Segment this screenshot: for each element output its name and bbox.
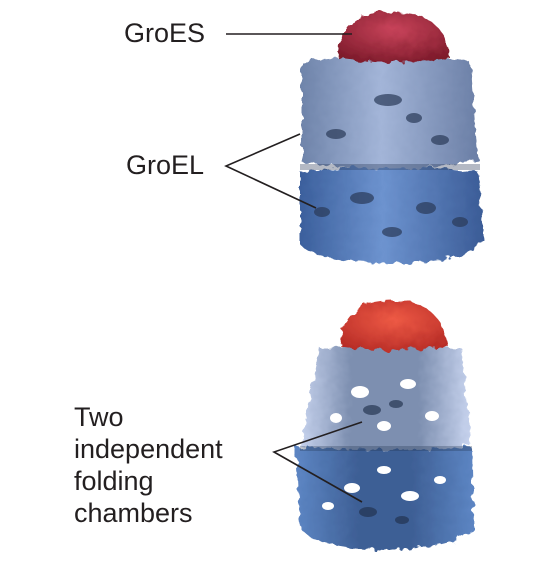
top-complex — [300, 12, 484, 264]
groes-cap-intact — [338, 12, 450, 62]
chambers-leader-lines — [272, 421, 363, 503]
groel-lower-ring-intact — [300, 166, 484, 264]
chambers-label-line-2: independent — [74, 434, 223, 464]
groel-upper-ring-intact — [302, 55, 478, 169]
groel-label: GroEL — [126, 150, 205, 180]
chambers-label-line-3: folding — [74, 466, 154, 496]
groel-leader-lines — [224, 133, 317, 209]
groes-cap-cutaway — [340, 300, 448, 350]
bottom-complex-cutaway — [296, 300, 474, 550]
leader-lines — [224, 33, 363, 503]
groel-upper-ring-cutaway — [300, 345, 470, 450]
groel-lower-ring-cutaway — [296, 444, 474, 550]
chambers-label-line-1: Two — [74, 402, 124, 432]
chambers-label-line-4: chambers — [74, 498, 193, 528]
groes-label: GroES — [124, 18, 206, 48]
folding-chambers-label: Two independent folding chambers — [74, 402, 223, 530]
texture-shadows-top — [300, 94, 480, 237]
chamber-holes — [322, 379, 446, 510]
